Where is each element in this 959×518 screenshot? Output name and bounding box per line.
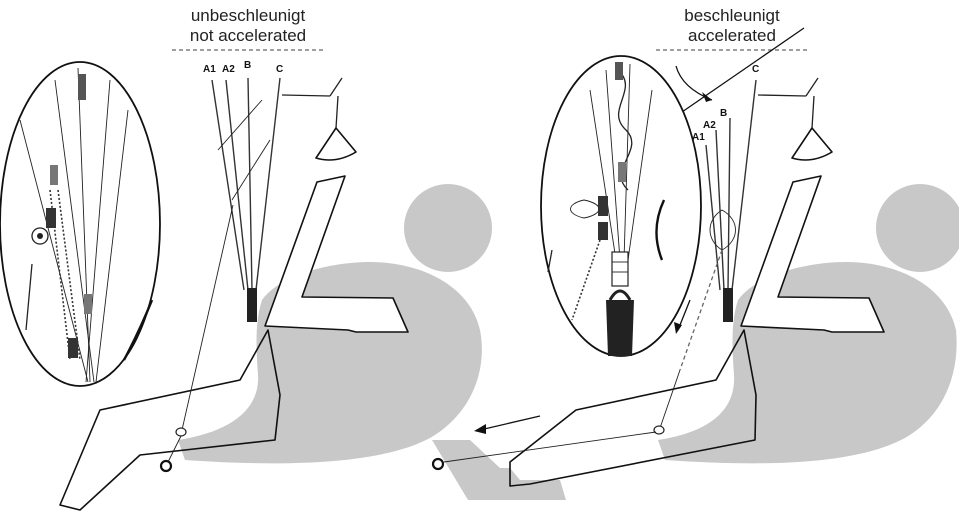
speed-bar-pulley-left (176, 428, 186, 436)
riser-label-a2-right: A2 (703, 120, 716, 131)
brake-cord-right (812, 96, 814, 128)
riser-label-a1-left: A1 (203, 64, 216, 75)
riser-a1-left (212, 80, 244, 290)
speed-bar-ring-right (433, 459, 443, 469)
speed-bar-line-left (182, 205, 233, 430)
push-arrow-forward-head (474, 424, 486, 434)
caption-left-german: unbeschleunigt (191, 6, 306, 25)
caption-left-english: not accelerated (190, 26, 306, 45)
speed-bar-line-right-2 (660, 370, 680, 428)
pilot-body-left (178, 262, 482, 463)
brake-handle-left (316, 128, 356, 160)
speed-bar-pulley-right (654, 426, 664, 434)
harness-back-right (741, 176, 884, 332)
riser-label-b-left: B (244, 60, 251, 71)
speed-bar-line-lower-left (168, 436, 181, 462)
pilot-head-right (876, 184, 959, 272)
riser-label-c-right: C (752, 64, 759, 75)
panel-accelerated: beschleunigt accelerated (432, 6, 959, 500)
brake-line-right-2 (806, 78, 818, 96)
pilot-leg-right (432, 440, 566, 500)
brake-line-right (758, 95, 806, 96)
riser-label-b-right: B (720, 108, 727, 119)
carabiner-right (723, 288, 733, 322)
speed-bar-ring-left (161, 461, 171, 471)
brake-line-left (282, 95, 330, 96)
carabiner-left (247, 288, 257, 322)
pilot-head-left (404, 184, 492, 272)
brake-cord-left (336, 96, 338, 128)
pilot-body-right (658, 262, 957, 463)
brake-handle-right (792, 128, 832, 160)
pulley-line-left (218, 100, 262, 150)
harness-back-left (265, 176, 408, 332)
riser-a2-left (226, 80, 248, 290)
riser-b-left (248, 78, 252, 290)
push-arrow-forward (480, 416, 540, 430)
caption-right-english: accelerated (688, 26, 776, 45)
riser-c-left (256, 78, 280, 290)
pulley-line-left-2 (232, 140, 270, 200)
riser-label-c-left: C (276, 64, 283, 75)
brake-line-left-2 (330, 78, 342, 96)
riser-c-right (732, 80, 756, 290)
caption-right-german: beschleunigt (684, 6, 780, 25)
panel-not-accelerated: unbeschleunigt not accelerated A1 A2 B (0, 6, 492, 510)
riser-label-a2-left: A2 (222, 64, 235, 75)
riser-b-right (728, 118, 730, 290)
